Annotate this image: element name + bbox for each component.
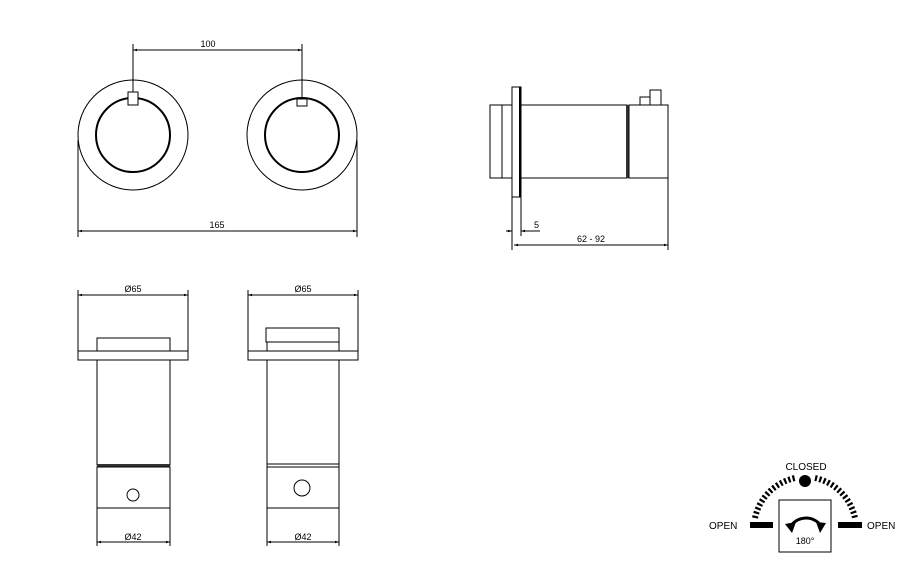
dimension-62-92: 62 - 92 [514,178,669,250]
dimension-label: 100 [200,39,215,49]
rotation-symbol: CLOSED OPEN OPEN 180° [709,462,895,553]
dimension-5: 5 [506,197,540,250]
bottom-view-left: Ø65 Ø42 [77,284,189,546]
left-handle-front [77,79,189,191]
closed-dot [799,475,811,487]
dimension-100: 100 [132,39,303,99]
dimension-label: Ø42 [294,532,311,542]
open-left-label: OPEN [709,521,737,532]
angle-label: 180° [796,536,815,546]
dimension-165: 165 [77,140,358,237]
open-left-bar [750,522,773,528]
dimension-label: 165 [209,220,224,230]
dimension-label: 62 - 92 [577,234,605,244]
dimension-label: Ø65 [124,284,141,294]
dimension-label: Ø42 [124,532,141,542]
right-dashed-arc [814,475,858,519]
closed-label: CLOSED [785,462,826,473]
dimension-label: Ø65 [294,284,311,294]
open-right-label: OPEN [867,521,895,532]
front-view: 100 165 [77,39,358,237]
side-view: 5 62 - 92 [489,86,669,250]
bottom-view-right: Ø65 Ø42 [247,284,359,546]
dimension-label: 5 [534,220,539,230]
open-right-bar [838,522,862,528]
left-dashed-arc [752,475,796,519]
